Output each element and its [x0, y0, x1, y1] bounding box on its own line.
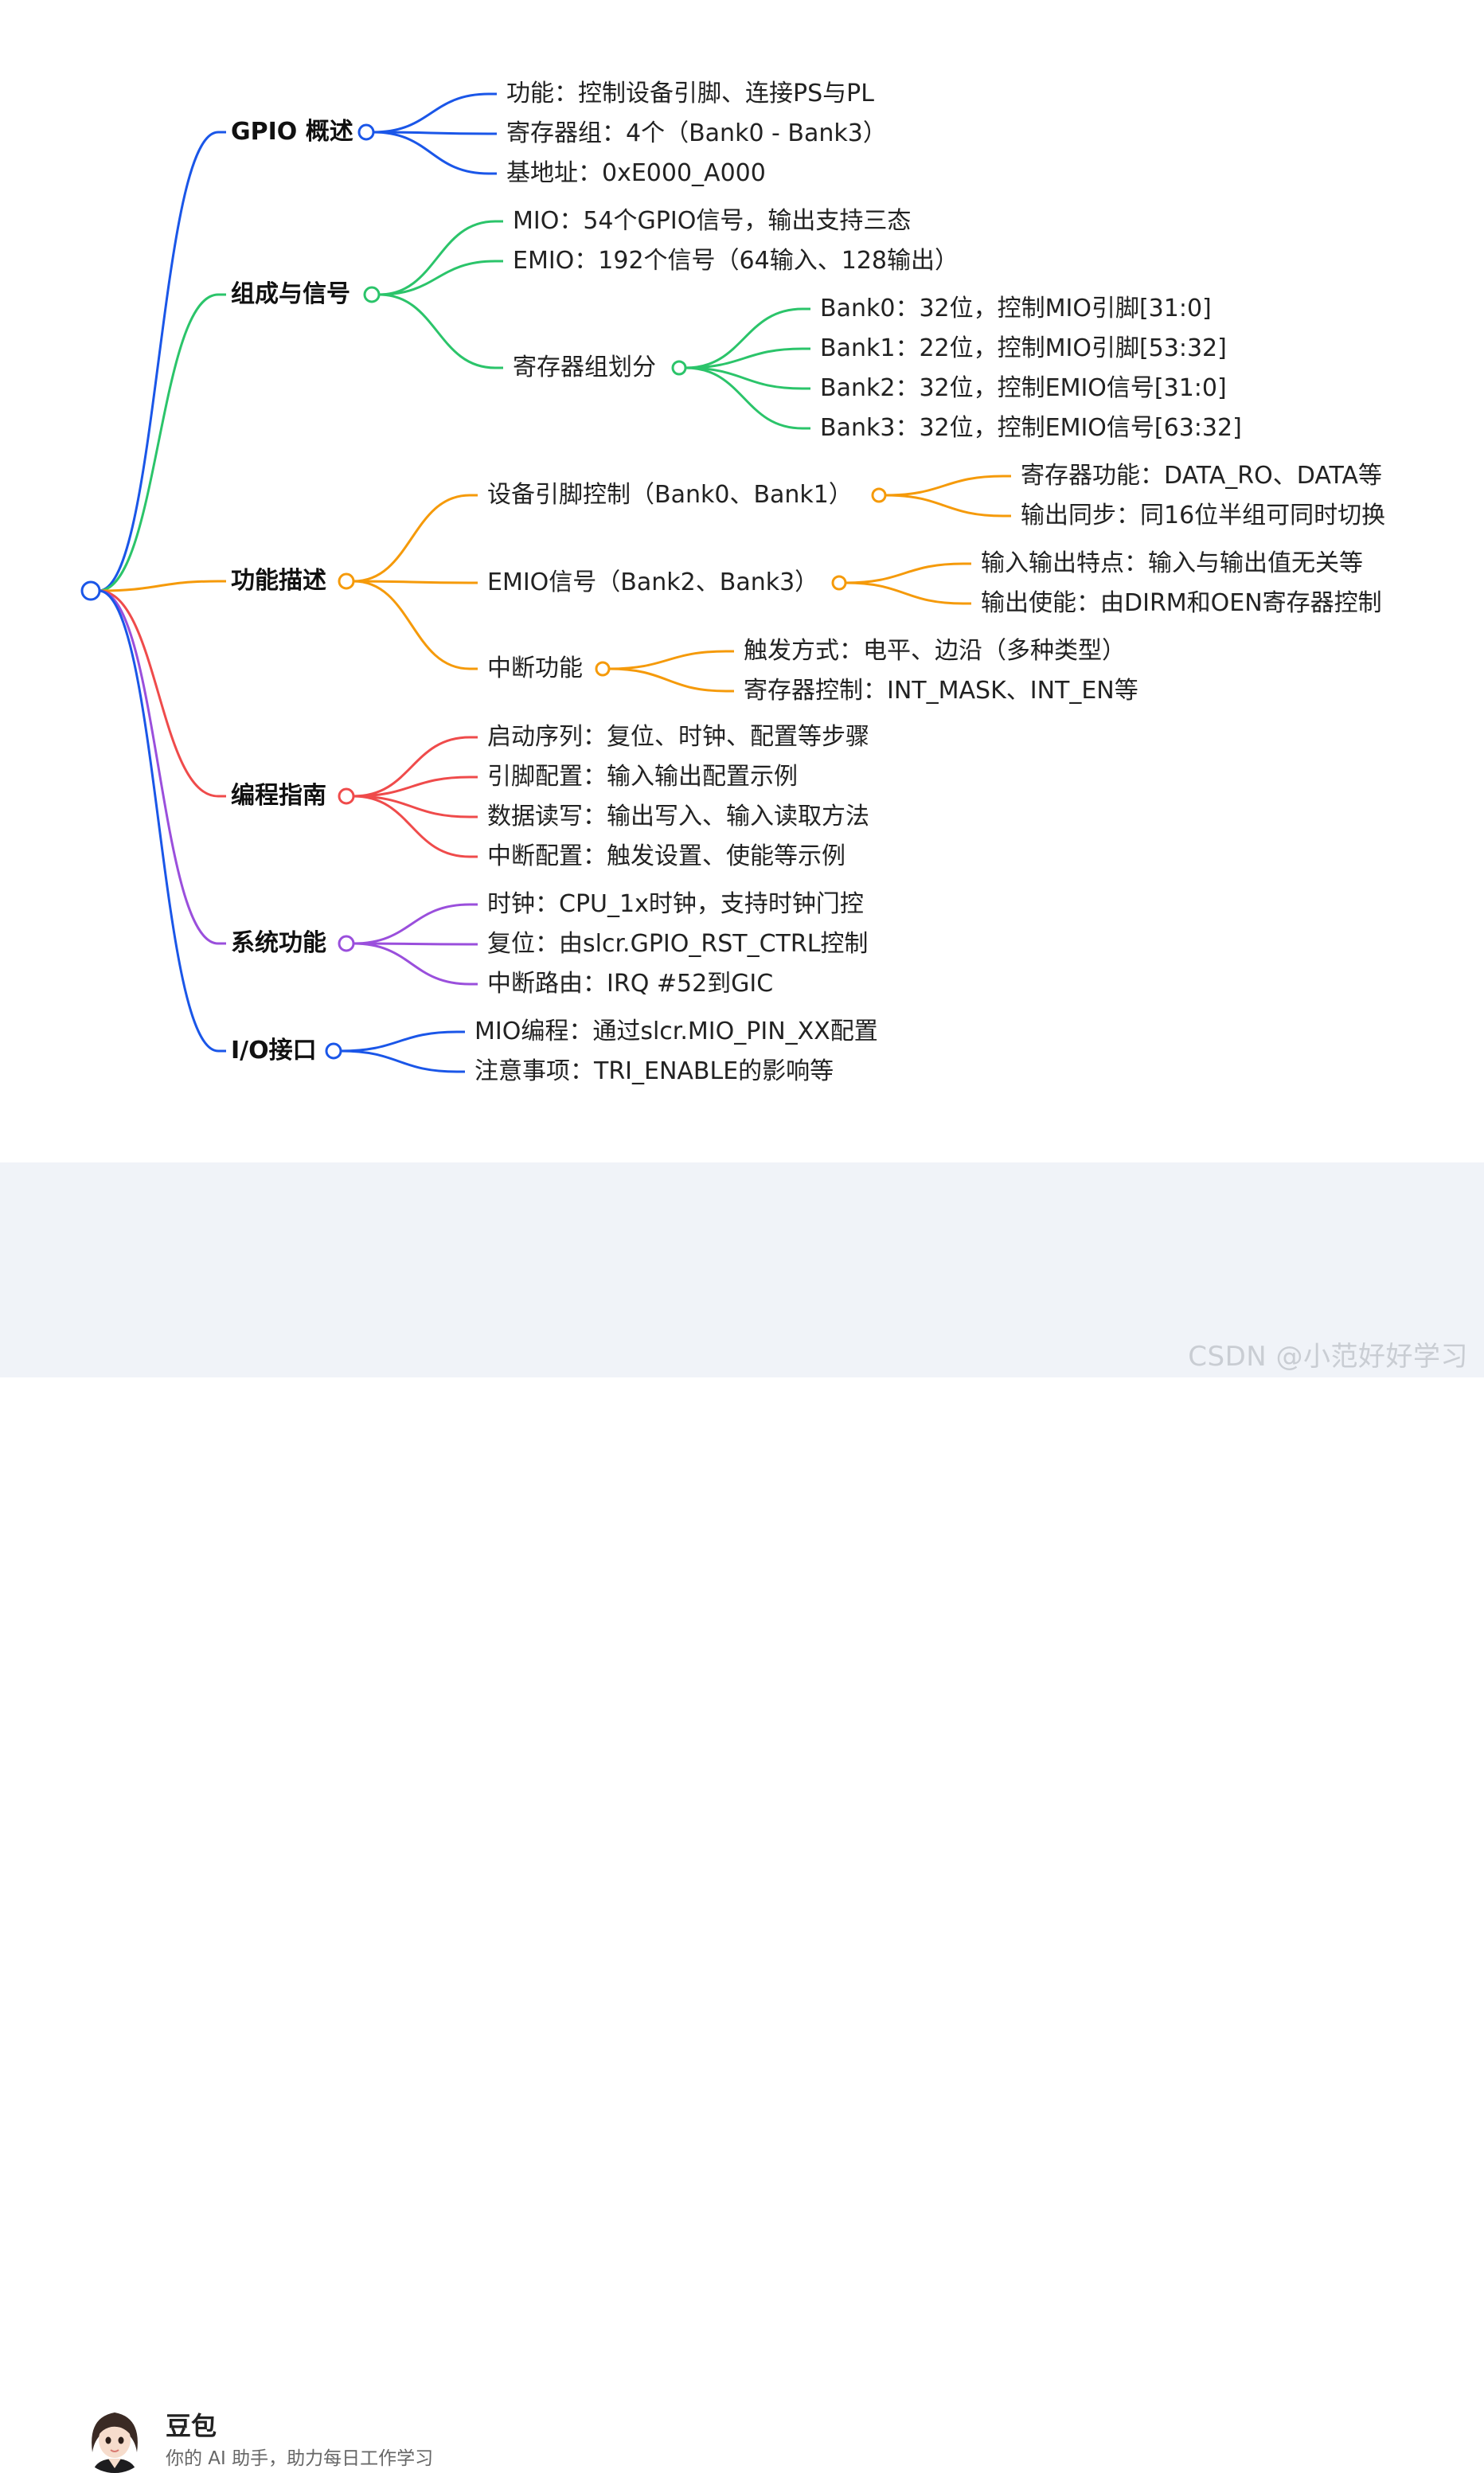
connector-branch-0-child-1	[373, 131, 490, 135]
connector-branch-2-child-1-leaf-0	[845, 562, 964, 584]
branch-2-child-1[interactable]: EMIO信号（Bank2、Bank3）	[487, 568, 819, 596]
connector-branch-5-child-0	[340, 1030, 458, 1053]
branch-1-child-2-leaf-1[interactable]: Bank1：22位，控制MIO引脚[53:32]	[820, 334, 1227, 362]
branch-3-expand-toggle[interactable]	[338, 787, 355, 805]
branch-1-title[interactable]: 组成与信号	[231, 280, 350, 308]
branch-5-title[interactable]: I/O接口	[231, 1037, 317, 1065]
branch-1-child-2-leaf-3[interactable]: Bank3：32位，控制EMIO信号[63:32]	[820, 414, 1242, 442]
branch-1-expand-toggle[interactable]	[363, 286, 381, 303]
connector-branch-2-child-1	[353, 580, 471, 584]
brand-name: 豆包	[166, 2411, 217, 2441]
branch-5-expand-toggle[interactable]	[325, 1042, 342, 1060]
branch-3-child-1[interactable]: 引脚配置：输入输出配置示例	[487, 763, 798, 791]
connector-branch-2-child-2-leaf-0	[608, 650, 727, 670]
branch-2-child-2-leaf-1[interactable]: 寄存器控制：INT_MASK、INT_EN等	[744, 677, 1138, 705]
branch-4-title[interactable]: 系统功能	[231, 929, 326, 957]
connector-branch-2-child-0-leaf-0	[885, 475, 1004, 497]
connector-branch-1-child-2-leaf-2	[685, 366, 803, 390]
avatar-icon	[76, 2397, 153, 2473]
branch-3-child-2[interactable]: 数据读写：输出写入、输入读取方法	[487, 803, 869, 830]
connector-branch-2-child-2-leaf-1	[608, 667, 727, 693]
branch-2-child-0-expand-toggle[interactable]	[871, 487, 887, 503]
connector-branch-3-child-0	[353, 736, 471, 798]
branch-3-title[interactable]: 编程指南	[231, 782, 326, 810]
branch-4-child-0[interactable]: 时钟：CPU_1x时钟，支持时钟门控	[487, 890, 864, 918]
connector-root-to-branch-0	[98, 131, 219, 592]
branch-1-child-2-expand-toggle[interactable]	[671, 360, 687, 376]
connector-branch-0-child-2	[373, 131, 490, 175]
branch-2-child-1-leaf-1[interactable]: 输出使能：由DIRM和OEN寄存器控制	[981, 589, 1382, 617]
watermark: CSDN @小范好好学习	[1188, 1341, 1468, 1373]
branch-1-child-2-leaf-0[interactable]: Bank0：32位，控制MIO引脚[31:0]	[820, 295, 1212, 322]
connector-branch-5-child-1	[340, 1049, 458, 1073]
connector-root-to-branch-4	[98, 589, 219, 945]
root-node[interactable]	[80, 580, 101, 601]
branch-2-child-0-leaf-1[interactable]: 输出同步：同16位半组可同时切换	[1021, 502, 1386, 529]
branch-2-child-0-leaf-0[interactable]: 寄存器功能：DATA_RO、DATA等	[1021, 462, 1383, 490]
branch-2-child-2-expand-toggle[interactable]	[595, 661, 611, 677]
branch-0-child-0[interactable]: 功能：控制设备引脚、连接PS与PL	[506, 80, 874, 107]
connector-branch-1-child-0	[378, 220, 496, 296]
branch-2-child-1-expand-toggle[interactable]	[831, 575, 847, 591]
brand-tagline: 你的 AI 助手，助力每日工作学习	[166, 2448, 434, 2469]
branch-2-expand-toggle[interactable]	[338, 572, 355, 590]
branch-1-child-0[interactable]: MIO：54个GPIO信号，输出支持三态	[513, 207, 912, 235]
connector-branch-2-child-2	[353, 580, 471, 670]
branch-0-title[interactable]: GPIO 概述	[231, 118, 353, 146]
mindmap: GPIO 概述 功能：控制设备引脚、连接PS与PL 寄存器组：4个（Bank0 - …	[0, 0, 1484, 1162]
connector-branch-4-child-2	[353, 942, 471, 986]
connector-root-to-branch-3	[98, 589, 219, 798]
connector-branch-4-child-1	[353, 942, 471, 946]
connector-branch-2-child-0	[353, 494, 471, 583]
branch-5-child-0[interactable]: MIO编程：通过slcr.MIO_PIN_XX配置	[474, 1018, 878, 1045]
connector-branch-2-child-0-leaf-1	[885, 494, 1004, 518]
branch-5-child-1[interactable]: 注意事项：TRI_ENABLE的影响等	[474, 1057, 834, 1085]
connector-branch-0-child-0	[373, 92, 490, 134]
branch-2-child-2[interactable]: 中断功能	[487, 654, 583, 682]
branch-4-expand-toggle[interactable]	[338, 935, 355, 952]
branch-2-title[interactable]: 功能描述	[231, 567, 326, 595]
connector-branch-1-child-2-leaf-0	[685, 307, 803, 369]
branch-0-child-1[interactable]: 寄存器组：4个（Bank0 - Bank3）	[506, 119, 887, 147]
connector-branch-1-child-2-leaf-1	[685, 347, 803, 369]
branch-3-child-3[interactable]: 中断配置：触发设置、使能等示例	[487, 842, 845, 870]
connector-branch-1-child-1	[378, 260, 496, 296]
branch-0-expand-toggle[interactable]	[357, 123, 375, 141]
branch-1-child-1[interactable]: EMIO：192个信号（64输入、128输出）	[513, 247, 959, 275]
branch-3-child-0[interactable]: 启动序列：复位、时钟、配置等步骤	[487, 723, 869, 751]
connector-branch-3-child-3	[353, 795, 471, 858]
connector-root-to-branch-2	[98, 580, 219, 592]
connector-branch-3-child-1	[353, 775, 471, 798]
connector-branch-4-child-0	[353, 903, 471, 945]
branch-1-child-2-leaf-2[interactable]: Bank2：32位，控制EMIO信号[31:0]	[820, 374, 1227, 402]
branch-0-child-2[interactable]: 基地址：0xE000_A000	[506, 159, 766, 187]
branch-4-child-2[interactable]: 中断路由：IRQ #52到GIC	[487, 970, 774, 998]
connector-root-to-branch-5	[98, 589, 219, 1053]
branch-2-child-2-leaf-0[interactable]: 触发方式：电平、边沿（多种类型）	[744, 637, 1126, 665]
branch-4-child-1[interactable]: 复位：由slcr.GPIO_RST_CTRL控制	[487, 930, 869, 958]
connector-root-to-branch-1	[98, 293, 219, 592]
branch-2-child-0[interactable]: 设备引脚控制（Bank0、Bank1）	[487, 481, 853, 509]
branch-2-child-1-leaf-0[interactable]: 输入输出特点：输入与输出值无关等	[981, 549, 1363, 577]
connector-branch-2-child-1-leaf-1	[845, 581, 964, 605]
connector-branch-1-child-2	[378, 293, 496, 369]
branch-1-child-2[interactable]: 寄存器组划分	[513, 354, 656, 381]
connector-branch-3-child-2	[353, 795, 471, 818]
connector-branch-1-child-2-leaf-3	[685, 366, 803, 430]
mindmap-connectors	[80, 92, 1011, 1073]
